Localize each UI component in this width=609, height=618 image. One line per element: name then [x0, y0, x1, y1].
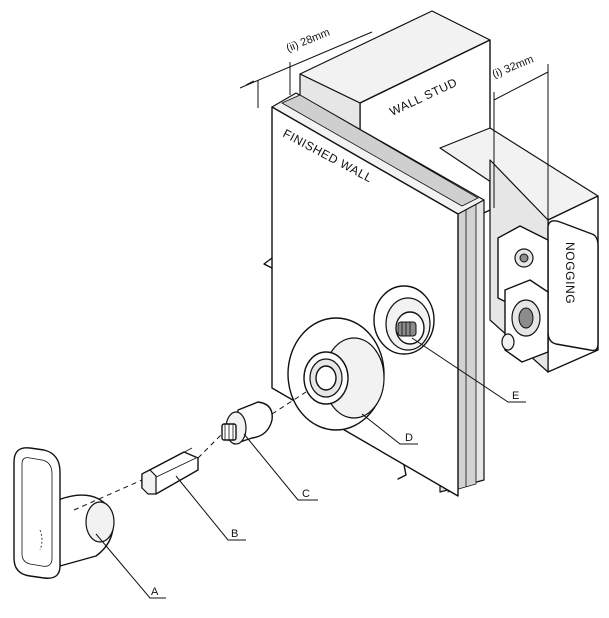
callout-e: E — [411, 337, 526, 403]
valve-body — [497, 225, 549, 363]
dimension-28mm-label: (ii) 28mm — [285, 26, 332, 54]
callout-b: B — [175, 475, 246, 541]
callout-d: D — [361, 413, 418, 445]
callout-e-letter: E — [512, 390, 519, 402]
callout-c-letter: C — [302, 488, 310, 500]
assembly-axis — [73, 479, 143, 511]
callout-b-letter: B — [231, 528, 238, 540]
callout-c: C — [243, 433, 318, 501]
callout-a-letter: A — [151, 586, 159, 598]
assembly-axis-2 — [197, 433, 223, 459]
nogging-label: NOGGING — [563, 242, 577, 304]
part-c-adapter — [221, 401, 273, 445]
part-e-spindle — [373, 285, 435, 355]
assembly-axis-3 — [271, 391, 307, 415]
callout-a: A — [95, 533, 166, 599]
part-a-lever-handle — [13, 447, 115, 579]
part-b-hex-connector — [141, 447, 199, 495]
callout-d-letter: D — [405, 432, 413, 444]
dimension-32mm-label: (i) 32mm — [491, 53, 536, 80]
part-d-cover-plate — [287, 317, 385, 431]
